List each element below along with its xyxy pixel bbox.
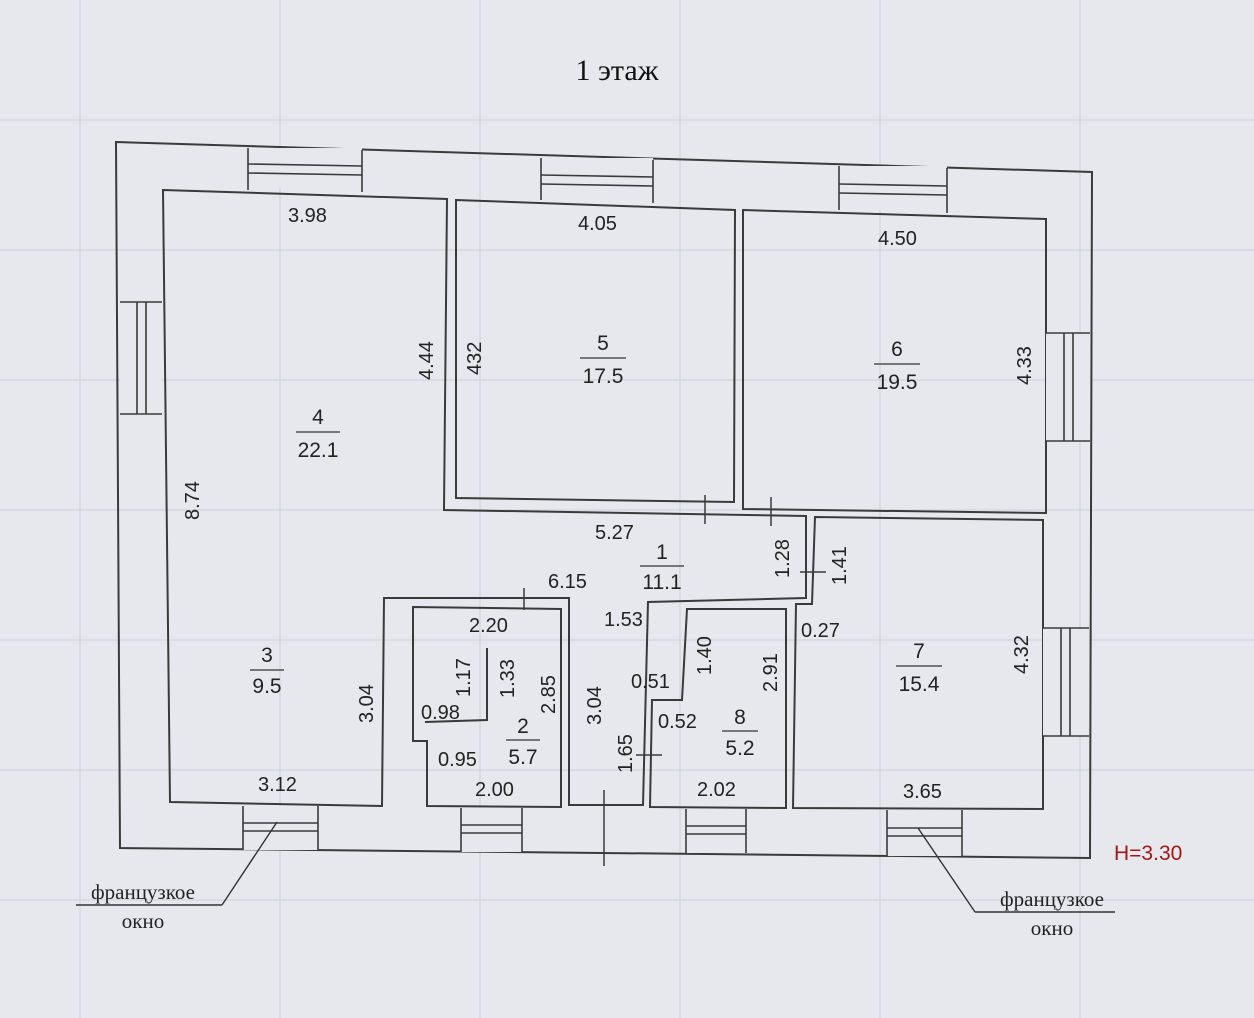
dim-r3-right: 3.04 [356,684,378,723]
dim-r8-bottom: 2.02 [697,779,736,801]
room-5-outline [455,198,737,504]
room-label-4: 4 22.1 [296,406,340,462]
windows [120,148,1090,856]
dim-r3-bottom: 3.12 [258,774,297,796]
svg-text:19.5: 19.5 [877,371,918,394]
svg-text:15.4: 15.4 [899,673,940,696]
dim-r8-right: 2.91 [760,653,782,692]
svg-text:1: 1 [656,541,668,564]
leader-right [917,827,976,913]
room-label-7: 7 15.4 [896,640,942,696]
dim-r2-right: 2.85 [538,675,560,714]
dim-r6-top: 4.50 [878,228,917,250]
leader-left [221,821,278,906]
dim-r4-right: 4.44 [416,341,438,380]
room-4-outline [161,188,807,808]
room-label-3: 3 9.5 [250,644,284,698]
dim-hall-v1: 1.28 [772,539,794,578]
dim-r2-v1: 1.17 [453,658,475,697]
dim-r5-left: 432 [464,342,486,375]
window-right-1 [1046,332,1090,442]
room-2-outline [412,605,562,809]
outer-wall [114,140,1094,860]
room-8-outline [648,608,787,810]
dim-corr-v: 3.04 [584,686,606,725]
svg-text:6: 6 [891,338,903,361]
window-top-1 [247,148,363,192]
window-top-3 [838,166,948,213]
dim-hall-mid: 6.15 [548,571,587,593]
note-left-line1: французкое [91,880,195,904]
dim-r2-v2: 1.33 [497,659,519,698]
dim-r4-left: 8.74 [182,481,204,520]
svg-text:7: 7 [913,640,925,663]
room-2-inner-wall [424,648,488,723]
svg-text:8: 8 [734,706,746,729]
dim-r8-w1: 0.51 [631,671,670,693]
window-bottom-2 [460,808,523,852]
dim-r8-w2: 0.52 [658,711,697,733]
window-bottom-1 [242,806,319,850]
dim-r2-top: 2.20 [469,615,508,637]
window-bottom-3 [685,809,747,853]
room-6-outline [742,208,1047,515]
room-label-8: 8 5.2 [722,706,758,760]
room-label-1: 1 11.1 [640,541,684,594]
room-label-6: 6 19.5 [874,338,920,394]
room-7-outline [791,515,1044,811]
svg-text:5.7: 5.7 [508,746,537,769]
window-top-2 [540,158,654,203]
floor-title: 1 этаж [576,54,659,87]
window-left [120,301,162,415]
svg-text:11.1: 11.1 [642,571,681,594]
ceiling-height: H=3.30 [1114,842,1182,865]
note-right-line2: окно [1031,916,1073,940]
note-right-line1: французкое [1000,887,1104,911]
dim-hall-top: 5.27 [595,522,634,544]
svg-text:2: 2 [517,715,529,738]
svg-text:5.2: 5.2 [725,737,754,760]
dim-r4-top: 3.98 [288,205,327,227]
dim-r7-right: 4.32 [1011,635,1033,674]
dim-hall-v2: 1.41 [829,546,851,585]
svg-text:3: 3 [261,644,273,667]
dim-r2-w1: 0.98 [421,702,460,724]
dim-corr-low: 1.65 [615,734,637,773]
dim-hall-inner: 1.53 [604,609,643,631]
dim-r8-v1: 1.40 [694,636,716,675]
dim-r2-bottom: 2.00 [475,779,514,801]
dim-r7-bottom: 3.65 [903,781,942,803]
dim-r7-gap: 0.27 [801,620,840,642]
dim-r5-top: 4.05 [578,213,617,235]
window-bottom-4 [886,810,963,856]
svg-text:9.5: 9.5 [252,675,281,698]
svg-text:5: 5 [597,332,609,355]
svg-text:22.1: 22.1 [298,439,339,462]
dim-r6-right: 4.33 [1014,346,1036,385]
svg-text:4: 4 [312,406,324,429]
note-left-line2: окно [122,909,164,933]
svg-text:17.5: 17.5 [583,365,624,388]
room-label-5: 5 17.5 [580,332,626,388]
window-right-2 [1043,627,1089,737]
dim-r2-w2: 0.95 [438,749,477,771]
room-label-2: 2 5.7 [506,715,540,769]
